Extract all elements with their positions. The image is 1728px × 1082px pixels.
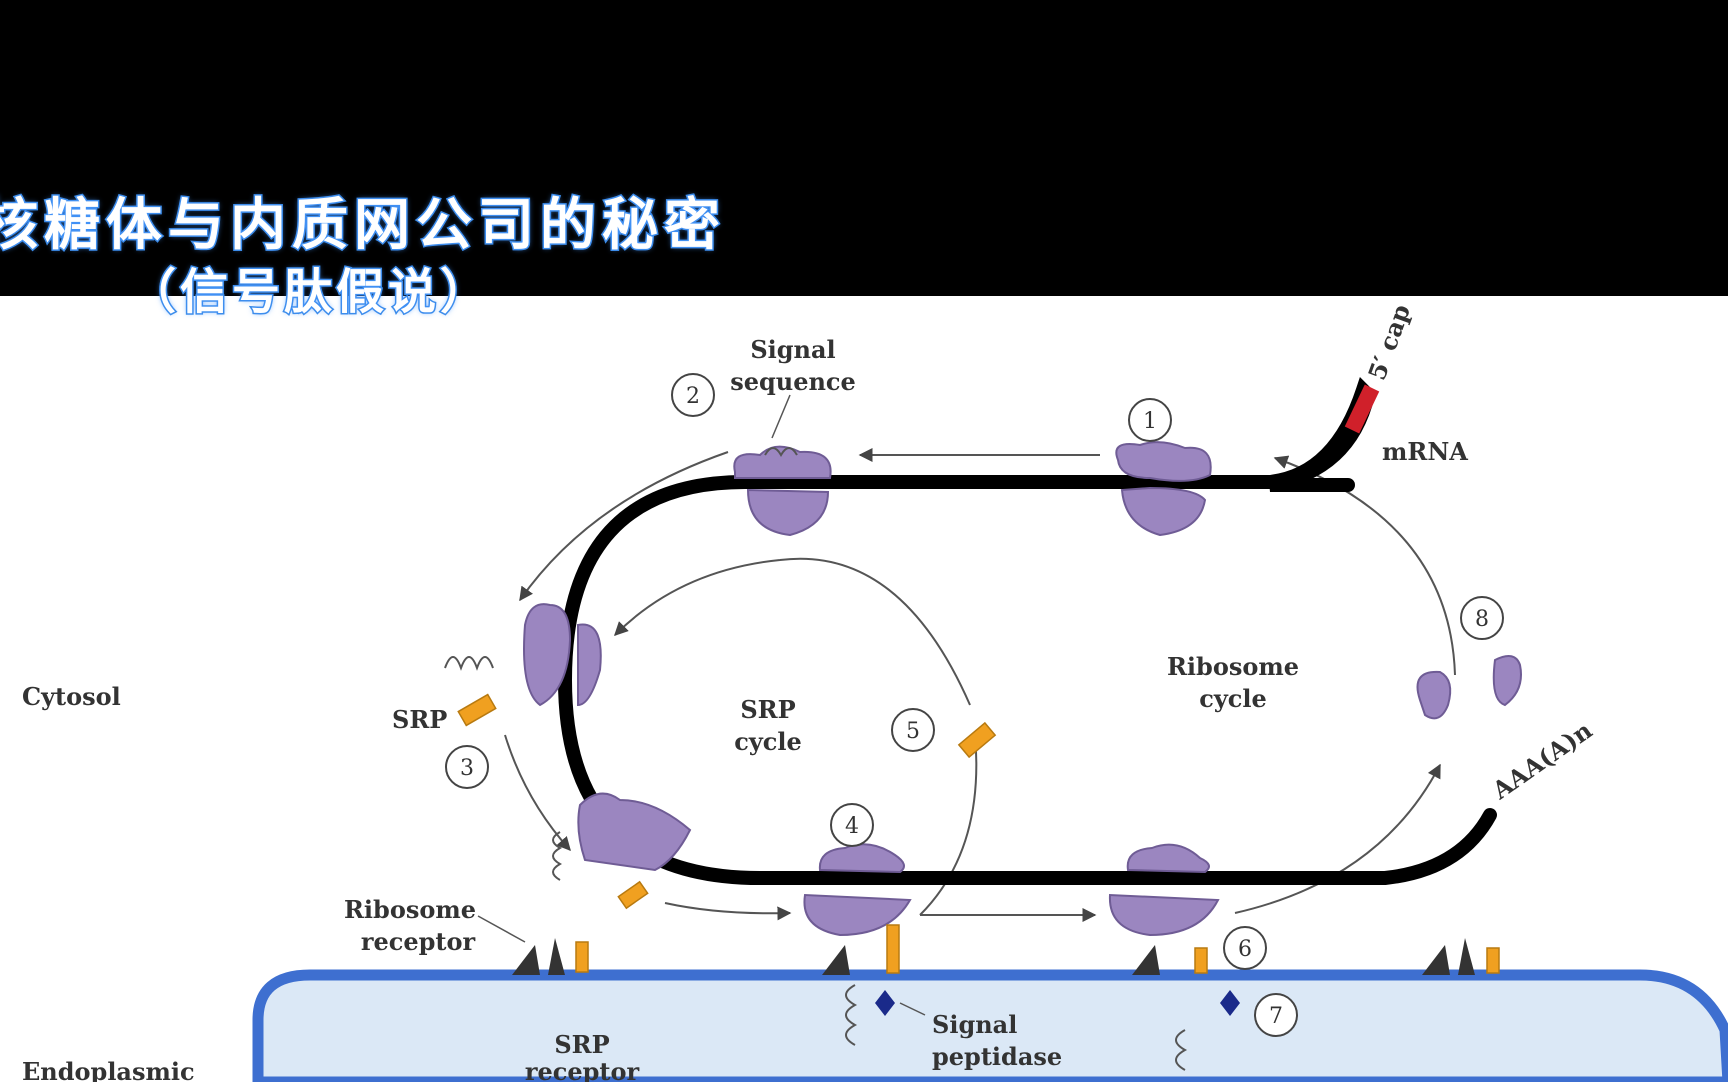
svg-text:5: 5: [906, 719, 920, 744]
step-markers: 1 2 3 4 5 6 7 8: [445, 373, 1504, 1037]
signal-peptidase-icon: [875, 990, 1240, 1016]
ribosome-8-large: [1492, 655, 1522, 707]
step-8: 8: [1460, 596, 1504, 640]
label-srp: SRP: [392, 705, 447, 734]
label-ribosome-cycle: cycle: [1199, 684, 1267, 713]
ribosome-6: [1108, 843, 1220, 937]
svg-text:1: 1: [1143, 409, 1157, 434]
step-7: 7: [1254, 993, 1298, 1037]
label-srp-receptor: SRP: [554, 1030, 609, 1059]
step-5: 5: [891, 708, 935, 752]
ribosome-7-small: [1416, 670, 1452, 720]
signal-peptide-coils: [444, 447, 1188, 1071]
video-title-line2: （信号肽假说）: [126, 263, 493, 322]
ribosome-4: [577, 792, 692, 872]
label-srp-cycle: cycle: [734, 727, 802, 756]
srp-particles: [457, 693, 1500, 974]
video-title-line1: 核糖体与内质网公司的秘密: [0, 192, 726, 260]
er-membrane: [252, 969, 1728, 1082]
svg-text:3: 3: [460, 756, 474, 781]
label-signal-peptidase: Signal: [932, 1010, 1017, 1039]
ribosome-2: [733, 445, 832, 537]
label-ribosome-cycle: Ribosome: [1167, 652, 1299, 681]
step-4: 4: [830, 803, 874, 847]
label-ribosome-receptor: Ribosome: [344, 895, 476, 924]
label-srp-cycle: SRP: [740, 695, 795, 724]
svg-text:2: 2: [686, 384, 700, 409]
step-3: 3: [445, 745, 489, 789]
label-ribosome-receptor: receptor: [361, 927, 476, 956]
step-6: 6: [1223, 926, 1267, 970]
step-1: 1: [1128, 398, 1172, 442]
label-cytosol: Cytosol: [22, 682, 121, 711]
signal-sequence-pointer: [771, 394, 791, 439]
ribosome-1: [1115, 441, 1212, 537]
ribosome-5: [803, 843, 912, 937]
svg-text:7: 7: [1269, 1004, 1283, 1029]
label-mrna: mRNA: [1382, 437, 1468, 466]
step-2: 2: [671, 373, 715, 417]
svg-text:6: 6: [1238, 937, 1252, 962]
label-srp-receptor: receptor: [525, 1057, 640, 1082]
ribosome-receptors: [512, 938, 1475, 975]
ribosome-receptor-pointer: [477, 915, 526, 943]
label-endoplasmic: Endoplasmic: [22, 1057, 195, 1082]
ribosome-3: [523, 603, 602, 707]
signal-peptidase-pointer: [899, 1002, 926, 1016]
svg-text:4: 4: [845, 814, 859, 839]
label-signal-sequence: Signal: [750, 335, 835, 364]
mrna-strand: [557, 377, 1497, 885]
label-signal-sequence: sequence: [730, 367, 856, 396]
cycle-arrows: [504, 448, 1456, 922]
svg-text:8: 8: [1475, 607, 1489, 632]
label-signal-peptidase: peptidase: [932, 1042, 1062, 1071]
